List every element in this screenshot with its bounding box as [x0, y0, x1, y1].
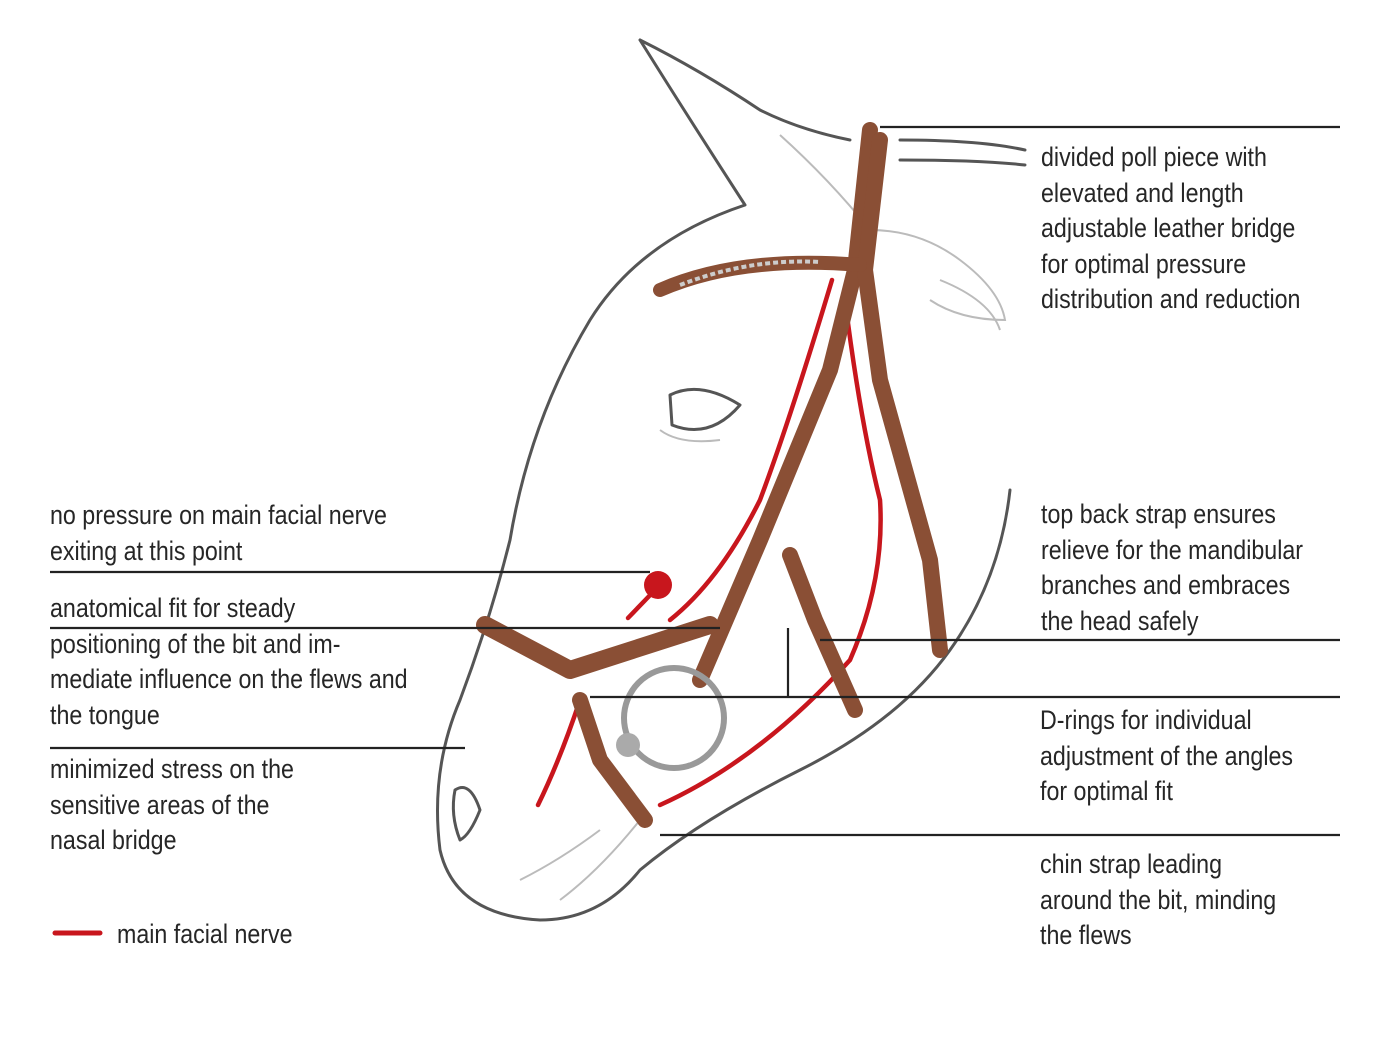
line: sensitive areas of the [50, 789, 270, 820]
line: elevated and length [1041, 177, 1244, 208]
line: adjustable leather bridge [1041, 213, 1296, 243]
bit-mouthpiece [616, 733, 640, 757]
bit-ring [621, 665, 727, 771]
line: distribution and reduction [1041, 284, 1301, 314]
horse-detail-lines [519, 134, 1007, 901]
line: exiting at this point [50, 535, 243, 566]
line: relieve for the mandibular [1041, 534, 1304, 565]
pointer-lines [50, 125, 1340, 837]
line: mediate influence on the flews and [50, 664, 408, 694]
annotation-anatomical-fit: anatomical fit for steady positioning of… [50, 591, 408, 733]
nerve-exit-point [644, 571, 672, 599]
line: for optimal fit [1040, 776, 1173, 806]
line: the head safely [1041, 605, 1199, 636]
line: adjustment of the angles [1040, 740, 1294, 771]
line: anatomical fit for steady [50, 593, 296, 623]
annotation-poll-piece: divided poll piece with elevated and len… [1041, 140, 1300, 318]
line: top back strap ensures [1041, 499, 1276, 529]
line: the flews [1040, 920, 1132, 950]
facial-nerve-lines [535, 277, 883, 808]
legend-label: main facial nerve [117, 919, 293, 949]
line: nasal bridge [50, 825, 177, 855]
line: D-rings for individual [1040, 705, 1252, 735]
line: no pressure on main facial nerve [50, 500, 387, 530]
annotation-facial-nerve: no pressure on main facial nerve exiting… [50, 498, 387, 569]
line: for optimal pressure [1041, 248, 1247, 279]
line: positioning of the bit and im- [50, 628, 341, 659]
annotation-top-back-strap: top back strap ensures relieve for the m… [1041, 497, 1303, 639]
line: divided poll piece with [1041, 142, 1267, 172]
horse-outline [436, 38, 1027, 922]
annotation-chin-strap: chin strap leading around the bit, mindi… [1040, 847, 1276, 954]
browband-crystals [679, 259, 821, 287]
line: minimized stress on the [50, 754, 294, 784]
line: the tongue [50, 699, 160, 730]
line: chin strap leading [1040, 849, 1223, 879]
annotation-nasal-bridge: minimized stress on the sensitive areas … [50, 752, 294, 859]
line: branches and embraces [1041, 570, 1291, 600]
annotation-d-rings: D-rings for individual adjustment of the… [1040, 703, 1293, 810]
bridle [476, 122, 948, 828]
line: around the bit, minding [1040, 884, 1277, 915]
